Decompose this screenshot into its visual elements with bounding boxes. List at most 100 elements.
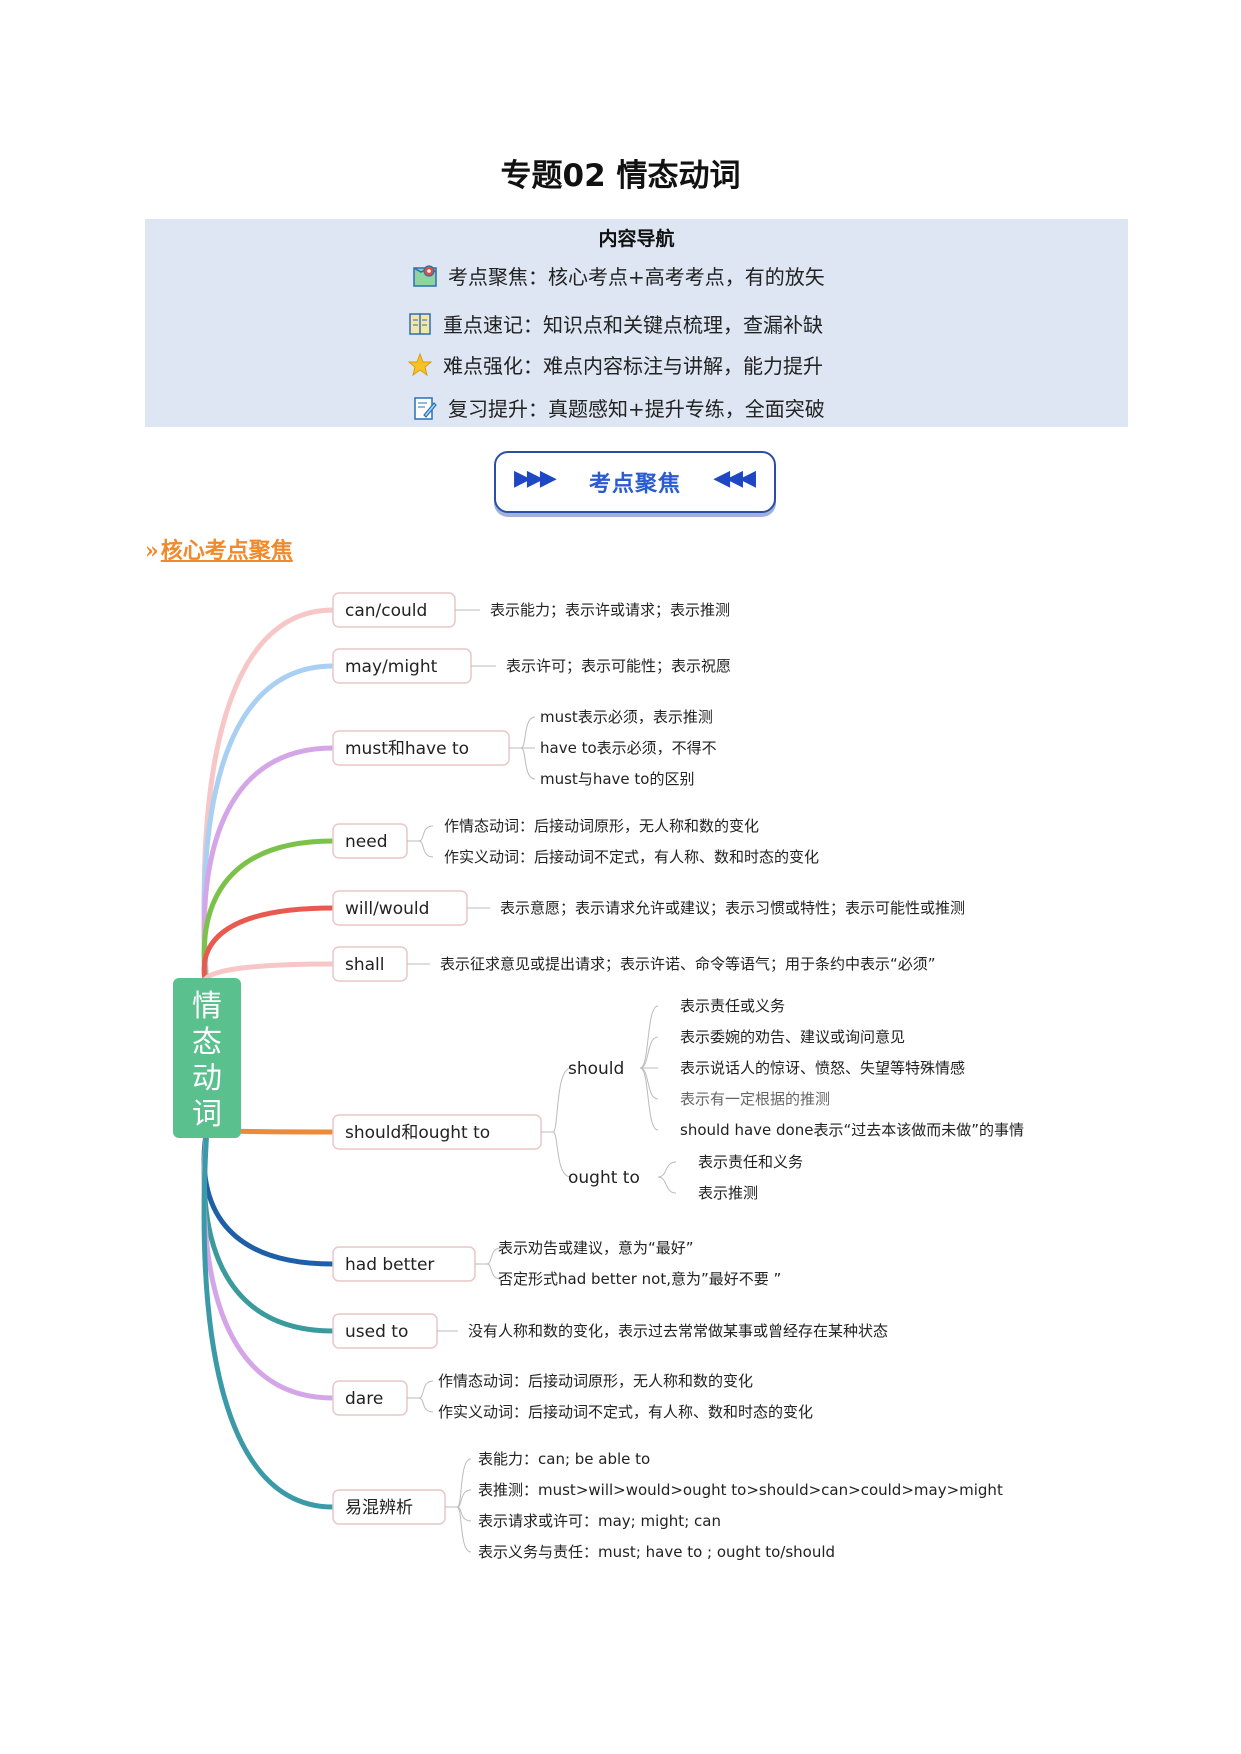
root-label-char: 词 bbox=[192, 1097, 222, 1132]
nav-item-difficult: 难点强化：难点内容标注与讲解，能力提升 bbox=[407, 350, 823, 379]
branch-node-label: need bbox=[345, 832, 387, 852]
sub-node-label: should bbox=[568, 1059, 624, 1079]
section-title: »核心考点聚焦 bbox=[145, 533, 293, 565]
arrows-right-icon: ▶▶▶ bbox=[514, 466, 557, 491]
leaf-text: 表示劝告或建议，意为“最好” bbox=[498, 1239, 694, 1257]
branch-node-label: 易混辨析 bbox=[345, 1498, 413, 1518]
leaf-text: 表示推测 bbox=[698, 1184, 758, 1202]
banner-text: 考点聚焦 bbox=[588, 472, 681, 497]
sub-connector bbox=[552, 1067, 572, 1133]
content-navigation-box: 内容导航 考点聚焦：核心考点+高考考点，有的放矢 重点速记：知识点和关键点梳理，… bbox=[145, 219, 1128, 427]
branch-node-label: used to bbox=[345, 1322, 408, 1342]
branch-node-label: shall bbox=[345, 955, 385, 975]
leaf-text: 表示义务与责任：must; have to ; ought to/should bbox=[478, 1543, 835, 1561]
arrows-left-icon: ◀◀◀ bbox=[713, 466, 756, 491]
notebook-icon bbox=[409, 313, 431, 335]
root-label-char: 动 bbox=[192, 1061, 222, 1096]
branch-node-label: should和ought to bbox=[345, 1123, 490, 1143]
branch: must和have to must表示必须，表示推测 have to表示必须，不得不… bbox=[201, 708, 717, 991]
edit-icon bbox=[414, 397, 437, 420]
root-label-char: 情 bbox=[192, 989, 222, 1024]
branch: can/could 表示能力；表示许或请求；表示推测 bbox=[201, 592, 730, 991]
root-node: 情态动词 bbox=[173, 978, 241, 1138]
nav-item-text: 重点速记：知识点和关键点梳理，查漏补缺 bbox=[443, 313, 823, 337]
star-icon bbox=[407, 352, 433, 377]
branches: can/could 表示能力；表示许或请求；表示推测 may/might 表示许可；表… bbox=[201, 592, 1024, 1561]
branch-connector bbox=[201, 1125, 336, 1267]
branch: used to 没有人称和数的变化，表示过去常常做某事或曾经存在某种状态 bbox=[201, 1125, 888, 1349]
leaf-text: 表示许可；表示可能性；表示祝愿 bbox=[506, 657, 731, 675]
nav-item-text: 复习提升：真题感知+提升专练，全面突破 bbox=[448, 397, 825, 421]
leaf-text: 表推测：must>will>would>ought to>should>can>… bbox=[478, 1481, 1003, 1499]
branch: 易混辨析 表能力：can; be able to 表推测：must>will>wou… bbox=[201, 1125, 1003, 1561]
branch-connector bbox=[201, 1125, 336, 1334]
leaf-connector bbox=[418, 825, 434, 842]
branch: shall 表示征求意见或提出请求；表示许诺、命令等语气；用于条约中表示“必须” bbox=[201, 946, 936, 991]
leaf-text: 表示有一定根据的推测 bbox=[680, 1090, 830, 1108]
leaf-connector bbox=[456, 1506, 472, 1553]
leaf-text: 没有人称和数的变化，表示过去常常做某事或曾经存在某种状态 bbox=[468, 1322, 888, 1340]
map-pin-icon bbox=[413, 265, 437, 287]
branch-node-label: must和have to bbox=[345, 739, 469, 759]
exam-focus-banner: ▶▶▶ 考点聚焦 ◀◀◀ bbox=[494, 451, 776, 513]
branch: may/might 表示许可；表示可能性；表示祝愿 bbox=[201, 648, 731, 991]
sub-connector bbox=[552, 1131, 572, 1178]
leaf-connector bbox=[639, 1067, 659, 1131]
leaf-connector bbox=[456, 1458, 472, 1508]
leaf-connector bbox=[418, 840, 434, 858]
leaf-connector bbox=[456, 1489, 472, 1508]
leaf-connector bbox=[639, 1005, 659, 1069]
leaf-text: should have done表示“过去本该做而未做”的事情 bbox=[680, 1121, 1024, 1139]
leaf-text: must与have to的区别 bbox=[540, 770, 694, 788]
leaf-text: 表示说话人的惊讶、愤怒、失望等特殊情感 bbox=[680, 1059, 965, 1077]
leaf-text: 表示责任或义务 bbox=[680, 997, 785, 1015]
nav-item-text: 考点聚焦：核心考点+高考考点，有的放矢 bbox=[448, 265, 825, 289]
branch-node-label: dare bbox=[345, 1389, 383, 1409]
nav-item-focus: 考点聚焦：核心考点+高考考点，有的放矢 bbox=[412, 261, 825, 290]
leaf-text: 表示征求意见或提出请求；表示许诺、命令等语气；用于条约中表示“必须” bbox=[440, 955, 936, 973]
leaf-text: 表示请求或许可：may; might; can bbox=[478, 1512, 721, 1530]
nav-item-text: 难点强化：难点内容标注与讲解，能力提升 bbox=[443, 354, 823, 378]
leaf-connector bbox=[418, 1380, 434, 1399]
branch-node-label: may/might bbox=[345, 657, 438, 677]
leaf-text: 表示能力；表示许或请求；表示推测 bbox=[490, 601, 730, 619]
branch-connector bbox=[201, 1125, 336, 1510]
leaf-text: must表示必须，表示推测 bbox=[540, 708, 713, 726]
leaf-text: 作实义动词：后接动词不定式，有人称、数和时态的变化 bbox=[438, 1403, 813, 1421]
leaf-connector bbox=[486, 1247, 502, 1265]
leaf-connector bbox=[657, 1161, 677, 1178]
root-box bbox=[173, 978, 241, 1138]
branch-node-label: will/would bbox=[345, 899, 429, 919]
branch-node-label: can/could bbox=[345, 601, 427, 621]
leaf-connector bbox=[639, 1067, 659, 1100]
nav-item-review: 复习提升：真题感知+提升专练，全面突破 bbox=[412, 393, 825, 422]
branch-connector bbox=[201, 905, 336, 991]
leaf-text: 作情态动词：后接动词原形，无人称和数的变化 bbox=[444, 817, 759, 835]
leaf-connector bbox=[639, 1036, 659, 1069]
root-label-char: 态 bbox=[192, 1025, 222, 1060]
sub-node-label: ought to bbox=[568, 1168, 640, 1188]
leaf-connector bbox=[486, 1263, 502, 1280]
leaf-text: 表示委婉的劝告、建议或询问意见 bbox=[680, 1028, 905, 1046]
branch-connector bbox=[201, 745, 336, 991]
branch: will/would 表示意愿；表示请求允许或建议；表示习惯或特性；表示可能性或推… bbox=[201, 890, 965, 991]
leaf-connector bbox=[520, 747, 536, 780]
double-chevron-icon: » bbox=[145, 538, 159, 564]
leaf-text: have to表示必须，不得不 bbox=[540, 739, 717, 757]
leaf-text: 表能力：can; be able to bbox=[478, 1450, 650, 1468]
branch: should和ought to should 表示责任或义务表示委婉的劝告、建议或询… bbox=[201, 997, 1024, 1202]
leaf-connector bbox=[418, 1397, 434, 1413]
section-title-text: 核心考点聚焦 bbox=[160, 538, 293, 564]
leaf-text: 作实义动词：后接动词不定式，有人称、数和时态的变化 bbox=[444, 848, 819, 866]
leaf-connector bbox=[520, 716, 536, 749]
leaf-text: 作情态动词：后接动词原形，无人称和数的变化 bbox=[438, 1372, 753, 1390]
leaf-text: 否定形式had better not,意为”最好不要 ” bbox=[498, 1270, 781, 1288]
leaf-connector bbox=[657, 1176, 677, 1194]
nav-item-notes: 重点速记：知识点和关键点梳理，查漏补缺 bbox=[407, 309, 823, 338]
branch: dare 作情态动词：后接动词原形，无人称和数的变化作实义动词：后接动词不定式，有… bbox=[201, 1125, 813, 1421]
nav-heading: 内容导航 bbox=[598, 228, 675, 250]
leaf-text: 表示责任和义务 bbox=[698, 1153, 803, 1171]
leaf-text: 表示意愿；表示请求允许或建议；表示习惯或特性；表示可能性或推测 bbox=[500, 899, 965, 917]
